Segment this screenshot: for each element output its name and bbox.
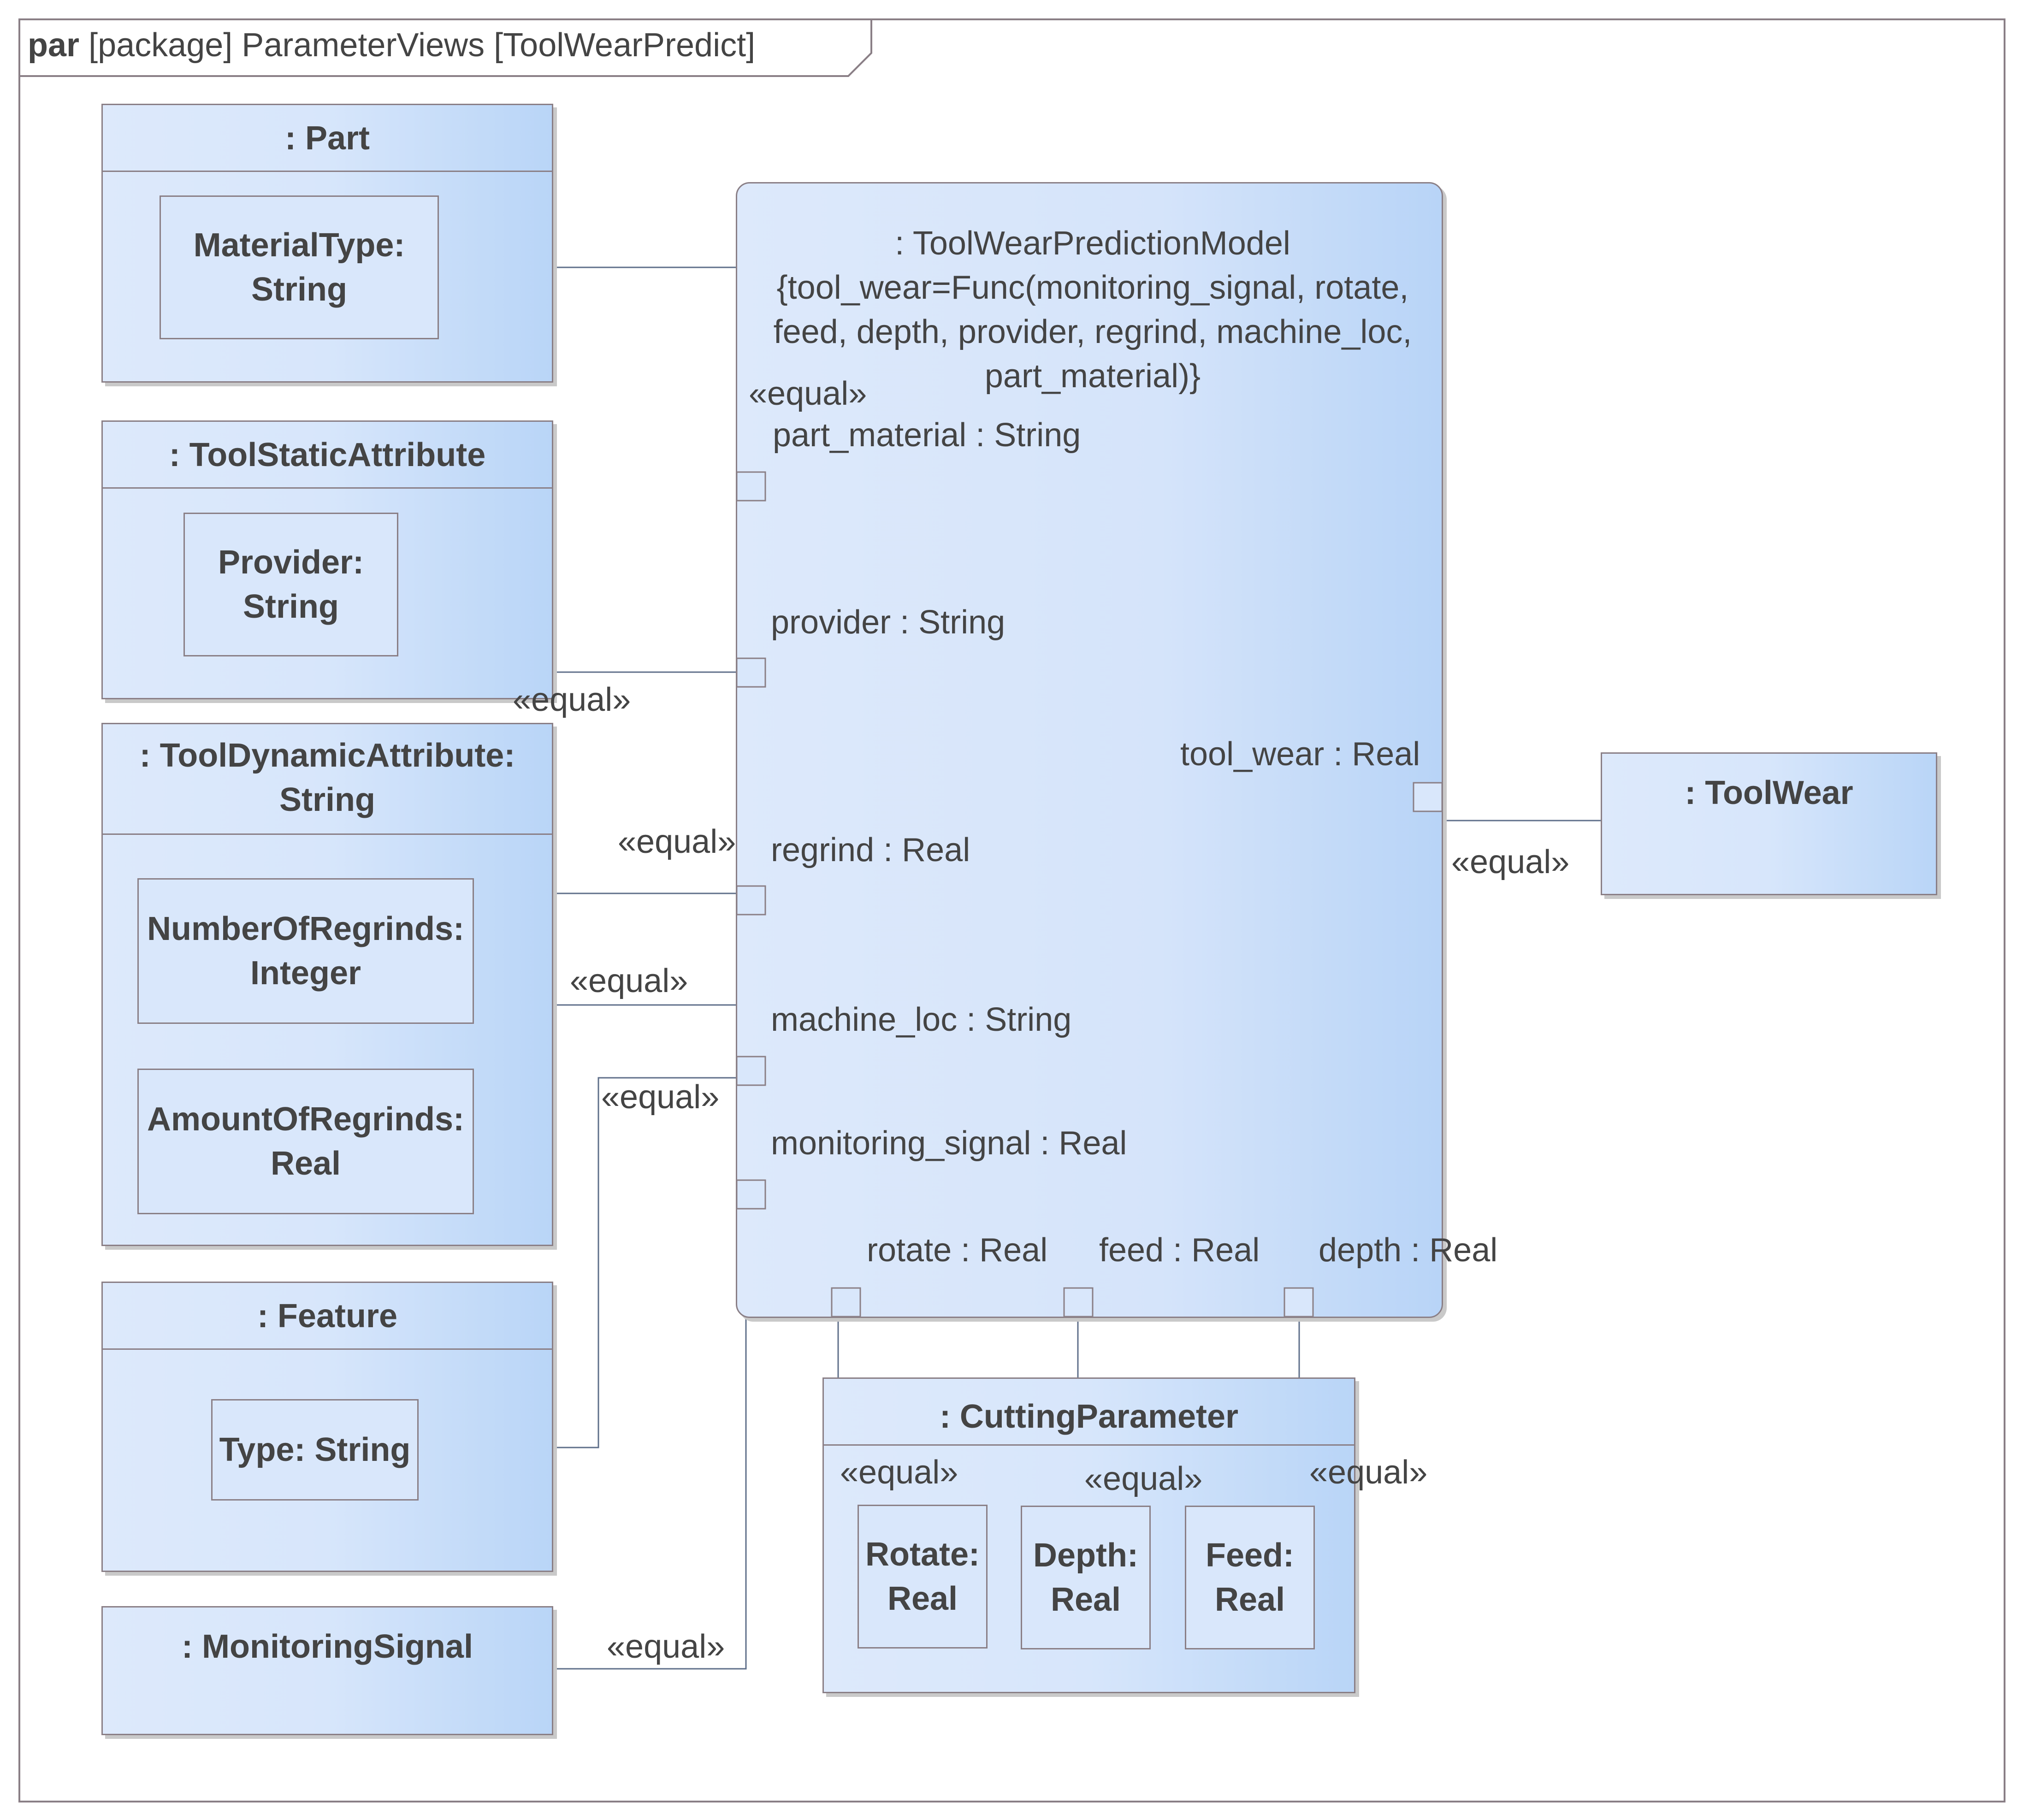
value-number-of-regrinds[interactable]: NumberOfRegrinds: Integer [137, 878, 474, 1024]
param-label-regrind: regrind : Real [771, 832, 970, 869]
value-feed-name: Feed: [1205, 1537, 1295, 1574]
model-constraint-line3: part_material)} [984, 358, 1201, 395]
param-label-rotate: rotate : Real [867, 1232, 1048, 1269]
equal-label-number-of-regrinds: «equal» [618, 823, 736, 860]
equal-label-rotate: «equal» [840, 1454, 958, 1491]
port-feed [1063, 1287, 1094, 1318]
value-provider-name: Provider: [218, 544, 364, 581]
value-feature-type-text: Type: String [219, 1431, 411, 1468]
block-tool-dynamic-attribute-title-line1: : ToolDynamicAttribute: [139, 737, 515, 774]
block-tool-dynamic-attribute-title: : ToolDynamicAttribute: String [103, 724, 552, 835]
model-title: : ToolWearPredictionModel [895, 225, 1290, 262]
value-rotate-name: Rotate: [865, 1536, 980, 1573]
equal-label-feed: «equal» [1084, 1460, 1203, 1497]
equal-label-tool-wear: «equal» [1451, 844, 1570, 880]
value-feed[interactable]: Feed: Real [1185, 1506, 1315, 1649]
value-provider[interactable]: Provider: String [183, 513, 398, 656]
value-rotate-type: Real [887, 1580, 958, 1617]
block-monitoring-signal-title: : MonitoringSignal [182, 1628, 473, 1665]
model-constraint-line2: feed, depth, provider, regrind, machine_… [773, 313, 1412, 350]
equal-label-depth: «equal» [1309, 1454, 1428, 1491]
equal-label-part-material: «equal» [749, 375, 867, 412]
port-regrind [736, 885, 766, 916]
param-label-depth: depth : Real [1319, 1232, 1498, 1269]
value-amount-of-regrinds[interactable]: AmountOfRegrinds: Real [137, 1069, 474, 1214]
equal-label-amount-of-regrinds: «equal» [570, 963, 688, 999]
value-amount-of-regrinds-name: AmountOfRegrinds: [147, 1101, 464, 1138]
param-label-feed: feed : Real [1099, 1232, 1260, 1269]
equal-label-provider: «equal» [513, 681, 631, 718]
value-depth-name: Depth: [1033, 1537, 1138, 1574]
block-tool-wear[interactable]: : ToolWear [1601, 752, 1937, 895]
value-feature-type[interactable]: Type: String [211, 1399, 419, 1501]
block-feature-title: : Feature [103, 1283, 552, 1350]
port-part-material [736, 471, 766, 502]
frame-keyword: par [28, 27, 80, 64]
equal-label-monitoring-signal: «equal» [607, 1628, 725, 1665]
port-monitoring-signal [736, 1179, 766, 1210]
value-depth-type: Real [1050, 1581, 1121, 1618]
block-monitoring-signal[interactable]: : MonitoringSignal [101, 1606, 553, 1735]
frame-heading: par [package] ParameterViews [ToolWearPr… [28, 25, 755, 65]
param-label-monitoring-signal: monitoring_signal : Real [771, 1125, 1127, 1162]
block-tool-wear-prediction-model[interactable] [736, 182, 1443, 1318]
block-cutting-parameter-title: : CuttingParameter [824, 1379, 1354, 1446]
value-material-type-type: String [251, 271, 347, 308]
equal-label-feature-type: «equal» [601, 1079, 720, 1116]
block-part-title: : Part [103, 105, 552, 172]
model-header: : ToolWearPredictionModel {tool_wear=Fun… [747, 221, 1438, 398]
port-rotate [831, 1287, 861, 1318]
port-tool-wear [1413, 782, 1443, 812]
value-material-type[interactable]: MaterialType: String [160, 195, 439, 339]
value-feed-type: Real [1214, 1581, 1285, 1618]
connector-monitoring-signal [553, 1210, 747, 1670]
block-tool-dynamic-attribute-title-line2: String [279, 781, 375, 818]
diagram-frame [18, 18, 2005, 1802]
param-label-provider: provider : String [771, 604, 1006, 641]
port-machine-loc [736, 1056, 766, 1086]
frame-title: [package] ParameterViews [ToolWearPredic… [89, 27, 756, 64]
block-tool-wear-title: : ToolWear [1685, 774, 1853, 811]
param-label-part-material: part_material : String [773, 417, 1081, 454]
model-constraint-line1: {tool_wear=Func(monitoring_signal, rotat… [776, 269, 1409, 306]
port-depth [1284, 1287, 1314, 1318]
value-number-of-regrinds-name: NumberOfRegrinds: [147, 910, 465, 947]
value-provider-type: String [243, 588, 339, 625]
value-material-type-name: MaterialType: [193, 227, 405, 264]
param-label-tool-wear: tool_wear : Real [1180, 736, 1420, 773]
value-rotate[interactable]: Rotate: Real [858, 1505, 988, 1649]
port-provider [736, 657, 766, 688]
param-label-machine-loc: machine_loc : String [771, 1001, 1072, 1038]
value-amount-of-regrinds-type: Real [270, 1145, 341, 1182]
block-tool-static-attribute-title: : ToolStaticAttribute [103, 422, 552, 489]
value-depth[interactable]: Depth: Real [1021, 1506, 1151, 1649]
value-number-of-regrinds-type: Integer [250, 955, 361, 992]
